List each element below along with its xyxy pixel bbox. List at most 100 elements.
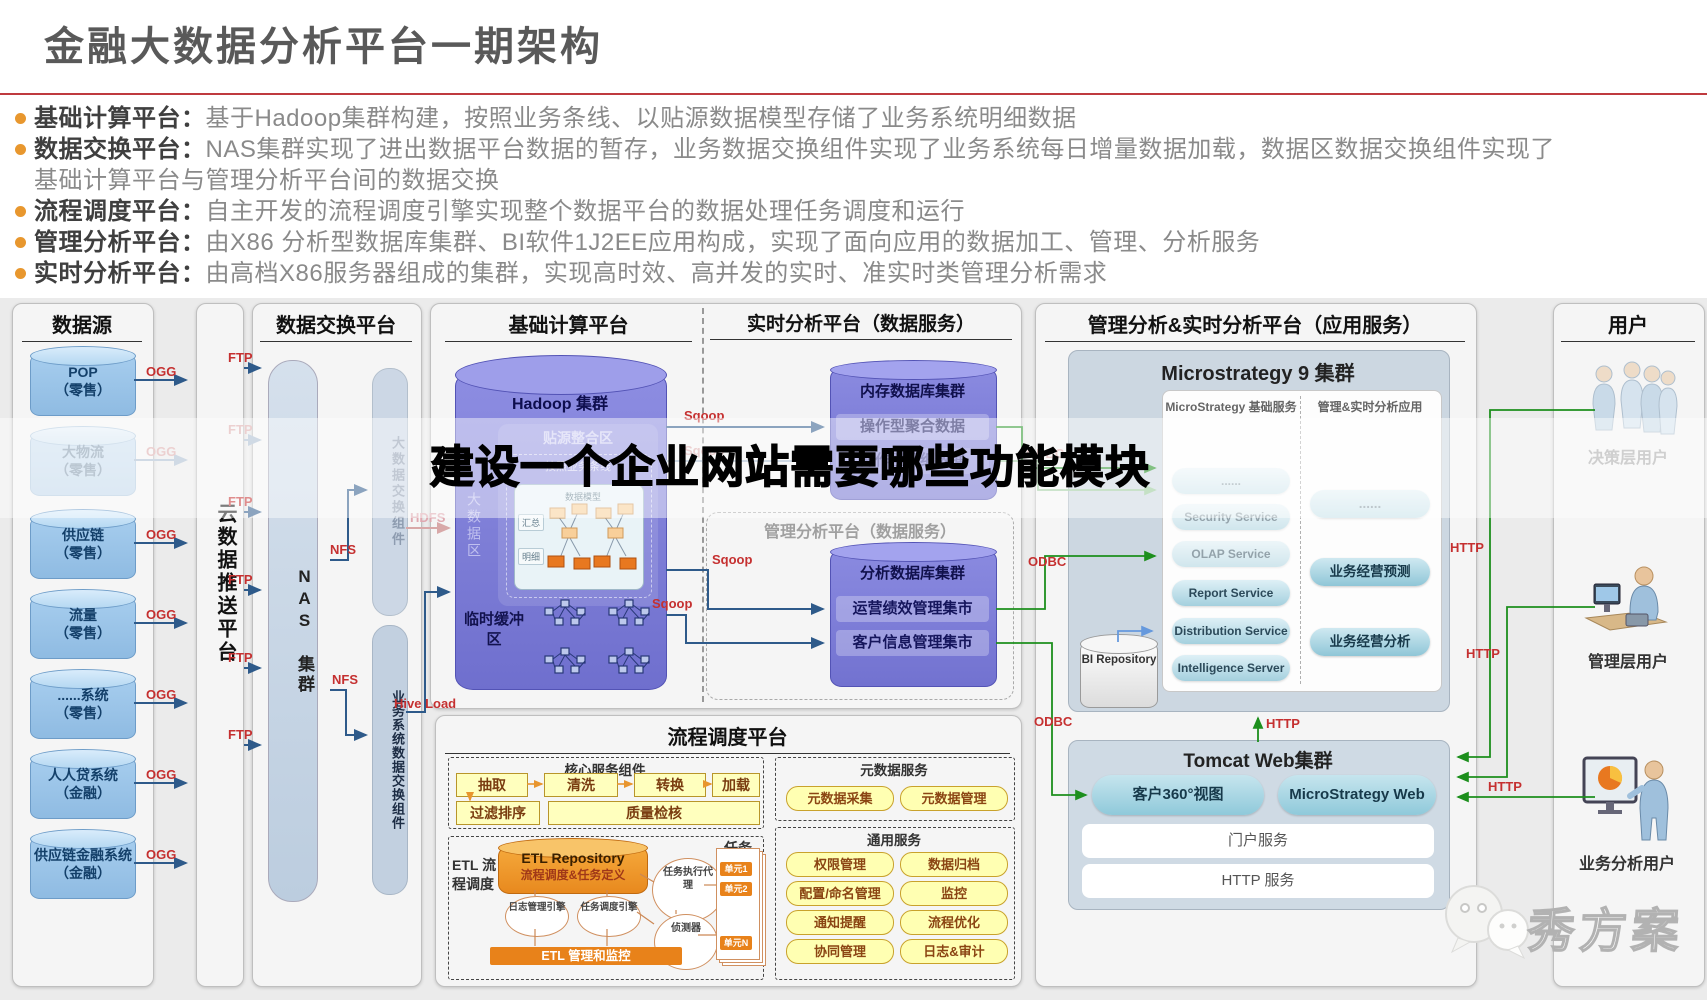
header-exchange: 数据交换平台 — [260, 309, 412, 342]
bullet-sep: ： — [181, 198, 206, 225]
ogg-label: OGG — [146, 767, 177, 782]
mgmt-dataservice-header: 管理分析平台（数据服务） — [763, 524, 956, 541]
task-unit-1: 单元1 — [720, 862, 752, 876]
sqoop-label: Sqoop — [652, 596, 693, 611]
ms-col-left-header: MicroStrategy 基础服务 — [1165, 400, 1297, 414]
bullet-term: 管理分析平台 — [34, 229, 181, 256]
etl-side-label: ETL 流程调度 — [452, 857, 497, 892]
ms-col-right-header: 管理&实时分析应用 — [1317, 400, 1423, 414]
pill-notify: 通知提醒 — [786, 910, 894, 935]
core-load: 加载 — [712, 773, 760, 797]
bi-repository-cylinder: BI Repository — [1080, 634, 1158, 708]
db-pop: POP（零售） — [30, 346, 136, 416]
big-data-exchange-bar: 大数据交换组件 — [372, 368, 408, 616]
bullet-item: 管理分析平台：由X86 分析型数据库集群、BI软件1J2EE应用构成，实现了面向… — [8, 227, 1556, 258]
user-decision-label: 决策层用户 — [1587, 450, 1668, 467]
http-label: HTTP — [1466, 646, 1500, 661]
header-compute: 基础计算平台 — [445, 309, 692, 342]
db-renrendai: 人人贷系统（金融） — [30, 749, 136, 819]
bullet-desc: 自主开发的流程调度引擎实现整个数据平台的数据处理任务调度和运行 — [205, 198, 965, 225]
metadata-title: 元数据服务 — [860, 763, 928, 778]
tomcat-bar-http: HTTP 服务 — [1082, 864, 1434, 898]
ogg-label: OGG — [146, 444, 177, 459]
panel-cloud-push — [196, 303, 244, 987]
pill-optimize: 流程优化 — [900, 910, 1008, 935]
mem-row-agg: 操作型聚合数据 — [836, 414, 989, 440]
wechat-icon — [1445, 885, 1529, 960]
ana-row-cust: 客户信息管理集市 — [836, 630, 989, 656]
summary-bullets: 基础计算平台：基于Hadoop集群构建，按照业务条线、以贴源数据模型存储了业务系… — [8, 103, 1556, 289]
task-unit-2: 单元2 — [720, 882, 752, 896]
http-label: HTTP — [1450, 540, 1484, 555]
bullet-desc: 由高档X86服务器组成的集群，实现高时效、高并发的实时、准实时类管理分析需求 — [205, 260, 1108, 287]
db-other: ......系统（零售） — [30, 669, 136, 739]
bullet-icon — [15, 268, 26, 279]
biz-exchange-bar: 业务系统数据交换组件 — [372, 625, 408, 895]
bullet-sep: ： — [181, 136, 206, 163]
ftp-label: FTP — [228, 494, 253, 509]
tomcat-title: Tomcat Web集群 — [1183, 751, 1333, 772]
http-label: HTTP — [1488, 779, 1522, 794]
ms-pill-security: Security Service — [1172, 504, 1290, 530]
ftp-label: FTP — [228, 650, 253, 665]
bullet-sep: ： — [181, 260, 206, 287]
management-user-icon — [1584, 566, 1668, 631]
metadata-collect: 元数据采集 — [786, 786, 894, 811]
bullet-item: 基础计算平台：基于Hadoop集群构建，按照业务条线、以贴源数据模型存储了业务系… — [8, 103, 1556, 134]
nas-cluster-bar: NAS 集群 — [268, 360, 318, 902]
http-label: HTTP — [1266, 716, 1300, 731]
ana-db-cylinder — [830, 542, 997, 687]
hadoop-title: Hadoop 集群 — [512, 396, 608, 413]
ms-pill-intelligence: Intelligence Server — [1172, 655, 1290, 681]
mem-db-title: 内存数据库集群 — [859, 383, 965, 400]
tab-detail: 明细 — [518, 548, 545, 565]
user-analyst-label: 业务分析用户 — [1578, 856, 1675, 873]
pill-monitor: 监控 — [900, 881, 1008, 906]
db-logistics: 大物流（零售） — [30, 426, 136, 496]
ogg-label: OGG — [146, 687, 177, 702]
title-divider — [0, 93, 1707, 95]
pill-config: 配置/命名管理 — [786, 881, 894, 906]
user-management-label: 管理层用户 — [1587, 654, 1668, 671]
bullet-icon — [15, 206, 26, 217]
db-supplychain: 供应链（零售） — [30, 509, 136, 579]
bullet-term: 数据交换平台 — [34, 136, 181, 163]
hdfs-label: HDFS — [410, 510, 446, 525]
etl-repo-sub: 流程调度&任务定义 — [520, 868, 626, 882]
bullet-item: 流程调度平台：自主开发的流程调度引擎实现整个数据平台的数据处理任务调度和运行 — [8, 196, 1556, 227]
compute-realtime-divider — [702, 308, 704, 702]
core-transform: 转换 — [634, 773, 706, 797]
pill-archive: 数据归档 — [900, 852, 1008, 877]
nas-cluster-label: NAS 集群 — [295, 567, 314, 695]
etl-repo-title: ETL Repository — [521, 850, 625, 866]
bullet-icon — [15, 113, 26, 124]
odbc-label: ODBC — [1034, 714, 1073, 729]
bullet-item: 实时分析平台：由高档X86服务器组成的集群，实现高时效、高并发的实时、准实时类管… — [8, 258, 1556, 289]
common-services-box — [775, 827, 1015, 980]
sqoop-label: Sqoop — [712, 552, 753, 567]
pill-permission: 权限管理 — [786, 852, 894, 877]
decision-users-icon — [1592, 361, 1678, 435]
ms-pill-dots: ...... — [1172, 468, 1290, 494]
ogg-label: OGG — [146, 527, 177, 542]
ogg-label: OGG — [146, 364, 177, 379]
biz-lines-label: 按照业务条线 — [545, 461, 611, 473]
ftp-label: FTP — [228, 727, 253, 742]
log-engine-ellipse: 日志管理引擎 — [505, 896, 569, 937]
bullet-desc: 由X86 分析型数据库集群、BI软件1J2EE应用构成，实现了面向应用的数据加工… — [205, 229, 1261, 256]
core-services-box — [448, 757, 764, 829]
nfs-label: NFS — [332, 672, 358, 687]
page-title: 金融大数据分析平台一期架构 — [44, 25, 603, 69]
ogg-label: OGG — [146, 607, 177, 622]
header-datasource: 数据源 — [22, 309, 142, 342]
bullet-icon — [15, 144, 26, 155]
temp-buffer-label: 临时缓冲区 — [463, 611, 524, 648]
bullet-icon — [15, 237, 26, 248]
overlay-caption: 建设一个企业网站需要哪些功能模块 — [429, 442, 1150, 493]
etl-monitor-bar: ETL 管理和监控 — [490, 947, 682, 965]
bullet-sep: ： — [181, 105, 206, 132]
db-scf: 供应链金融系统（金融） — [30, 829, 136, 899]
bullet-term: 流程调度平台 — [34, 198, 181, 225]
header-scheduler: 流程调度平台 — [445, 721, 1010, 754]
etl-repo-cylinder: ETL Repository 流程调度&任务定义 — [498, 838, 648, 894]
